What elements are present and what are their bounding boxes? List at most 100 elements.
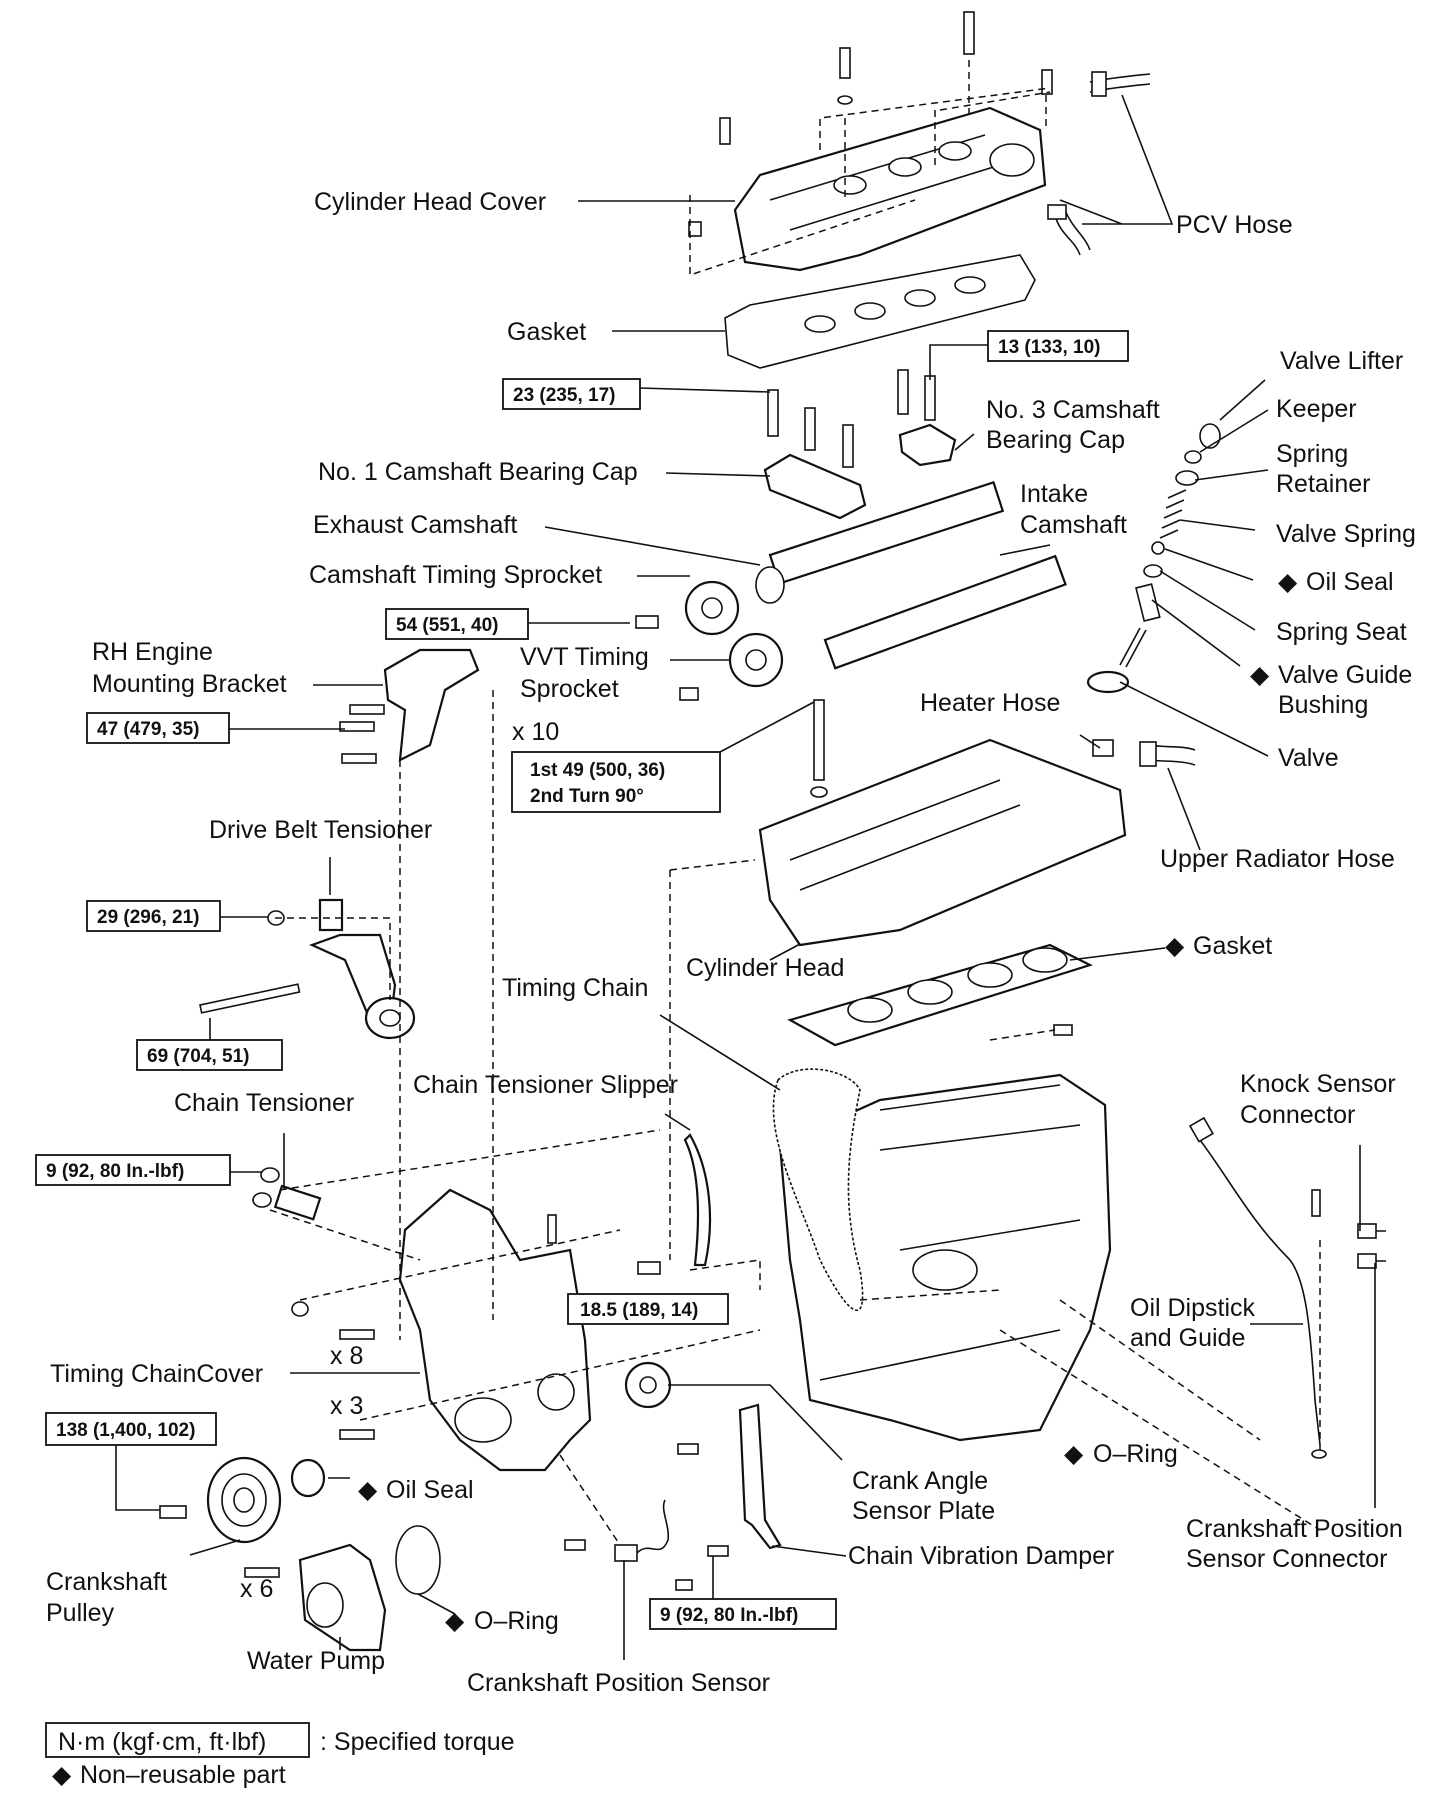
label-x8: x 8 (330, 1342, 363, 1370)
gasket-plug-seals (804, 276, 986, 333)
vvt-bolt (679, 687, 699, 701)
label-drive-belt-tensioner: Drive Belt Tensioner (209, 816, 432, 844)
label-ckp-connector-2: Sensor Connector (1186, 1545, 1388, 1573)
label-pcv-hose: PCV Hose (1176, 211, 1293, 239)
head-bolt (813, 699, 825, 781)
cylinder-head-part (758, 738, 1127, 947)
nonreusable-mark-oil-seal: ◆ (1278, 568, 1298, 596)
label-knock-sensor-2: Connector (1240, 1101, 1355, 1129)
label-water-pump: Water Pump (247, 1647, 385, 1675)
label-oil-dipstick-1: Oil Dipstick (1130, 1294, 1256, 1322)
nonreusable-mark-valve-guide: ◆ (1250, 661, 1270, 689)
label-crankshaft-pulley-1: Crankshaft (46, 1568, 167, 1596)
chain-tensioner-slipper-part (683, 1133, 712, 1267)
alignment-lines (269, 60, 1321, 1546)
nonreusable-mark-oil-seal-front: ◆ (358, 1476, 378, 1504)
label-o-ring-right: O–Ring (1093, 1440, 1178, 1468)
label-oil-dipstick-2: and Guide (1130, 1324, 1245, 1352)
pcv-hose-part (1047, 71, 1151, 256)
label-crank-angle-1: Crank Angle (852, 1467, 988, 1495)
nonreusable-mark-o-ring-front: ◆ (445, 1607, 465, 1635)
label-ckp-connector-1: Crankshaft Position (1186, 1515, 1403, 1543)
label-o-ring-front: O–Ring (474, 1607, 559, 1635)
head-aux-bolt (1053, 1024, 1073, 1036)
legend-unit-box (45, 1722, 310, 1758)
torque-head-2: 2nd Turn 90° (530, 786, 644, 807)
label-knock-sensor-1: Knock Sensor (1240, 1070, 1396, 1098)
label-vvt-2: Sprocket (520, 675, 619, 703)
slipper-bolt (637, 1261, 661, 1275)
damper-bolts (677, 1443, 729, 1557)
label-valve: Valve (1278, 744, 1339, 772)
nonreusable-mark-o-ring-right: ◆ (1064, 1440, 1084, 1468)
cylinder-head-cover-part (733, 106, 1047, 272)
label-valve-spring: Valve Spring (1276, 520, 1416, 548)
label-keeper: Keeper (1276, 395, 1357, 423)
rh-mounting-bracket-part (383, 648, 480, 762)
leader-lines (115, 94, 1376, 1660)
bearing-cap-bolts (767, 369, 936, 468)
legend-unit-desc: : Specified torque (320, 1728, 515, 1756)
label-gasket-top: Gasket (507, 318, 586, 346)
cover-seal-bore (454, 1397, 512, 1443)
label-cam-timing-sprocket: Camshaft Timing Sprocket (309, 561, 602, 589)
label-timing-chain-cover: Timing ChainCover (50, 1360, 263, 1388)
torque-boxes (35, 330, 1129, 1630)
sprocket-bolt (635, 615, 659, 629)
label-vvt-1: VVT Timing (520, 643, 649, 671)
label-x10: x 10 (512, 718, 559, 746)
label-x3: x 3 (330, 1392, 363, 1420)
label-x6: x 6 (240, 1575, 273, 1603)
torque-18-5: 18.5 (189, 14) (580, 1300, 698, 1321)
label-cylinder-head-cover: Cylinder Head Cover (314, 188, 546, 216)
water-pump-part (244, 1543, 387, 1652)
label-valve-guide-bushing-2: Bushing (1278, 691, 1368, 719)
cylinder-block-detail (819, 1084, 1081, 1381)
label-spring-retainer-1: Spring (1276, 440, 1348, 468)
bracket-bolts (339, 704, 385, 764)
torque-69: 69 (704, 51) (147, 1046, 249, 1067)
label-exhaust-camshaft: Exhaust Camshaft (313, 511, 517, 539)
hoses-part (1092, 739, 1196, 767)
drive-belt-tensioner-part (199, 898, 416, 1040)
cover-bolts (688, 11, 1053, 237)
label-chain-vibration-damper: Chain Vibration Damper (848, 1542, 1114, 1570)
label-spring-seat: Spring Seat (1276, 618, 1407, 646)
oil-dipstick-part (1188, 1116, 1327, 1459)
label-valve-guide-bushing-1: Valve Guide (1278, 661, 1412, 689)
o-ring-front-part (395, 1525, 441, 1595)
valve-train-parts (1086, 423, 1221, 694)
torque-9a: 9 (92, 80 In.-lbf) (46, 1161, 184, 1182)
sensor-connectors-part (1357, 1223, 1386, 1269)
cover-boss (537, 1373, 575, 1411)
label-chain-tensioner-slipper: Chain Tensioner Slipper (413, 1071, 678, 1099)
torque-54: 54 (551, 40) (396, 615, 498, 636)
label-cylinder-head: Cylinder Head (686, 954, 844, 982)
cam-sprocket-hub (701, 597, 723, 619)
legend-nonreusable-mark: ◆ (52, 1761, 72, 1789)
torque-23: 23 (235, 17) (513, 385, 615, 406)
no1-bearing-cap-part (763, 453, 867, 520)
label-no3-cap-1: No. 3 Camshaft (986, 396, 1160, 424)
plate-hub (639, 1376, 657, 1394)
label-spring-retainer-2: Retainer (1276, 470, 1371, 498)
label-crankshaft-position-sensor: Crankshaft Position Sensor (467, 1669, 770, 1697)
oil-seal-front-part (290, 1458, 326, 1498)
crankshaft-position-sensor-part (564, 1499, 693, 1591)
chain-tensioner-part (252, 1167, 322, 1221)
timing-chain-part (772, 1068, 864, 1312)
chain-vibration-damper-part (738, 1403, 782, 1550)
torque-13: 13 (133, 10) (998, 337, 1100, 358)
intake-camshaft-part (823, 554, 1067, 670)
torque-29: 29 (296, 21) (97, 907, 199, 928)
label-intake-camshaft-1: Intake (1020, 480, 1088, 508)
nonreusable-mark-head-gasket: ◆ (1165, 932, 1185, 960)
block-crank-boss (912, 1249, 978, 1291)
label-no3-cap-2: Bearing Cap (986, 426, 1125, 454)
label-oil-seal-valve: Oil Seal (1306, 568, 1394, 596)
torque-47: 47 (479, 35) (97, 719, 199, 740)
vvt-sprocket-hub (745, 649, 767, 671)
label-upper-radiator-hose: Upper Radiator Hose (1160, 845, 1395, 873)
cylinder-head-detail (789, 779, 1021, 891)
